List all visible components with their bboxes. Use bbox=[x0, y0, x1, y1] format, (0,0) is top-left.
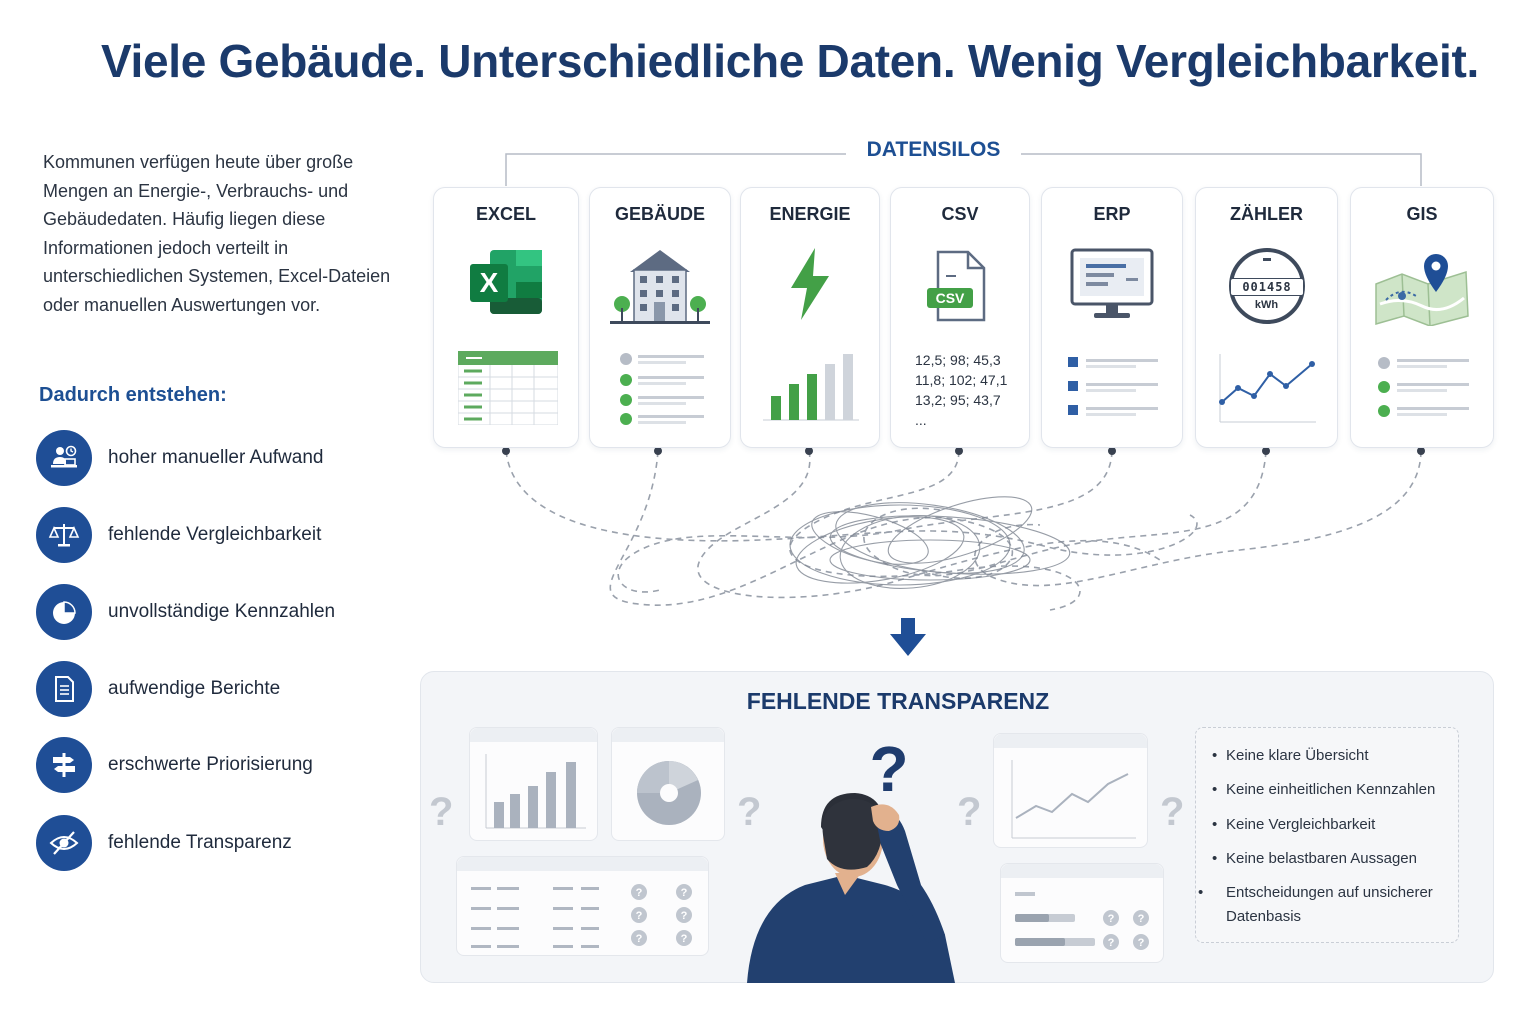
question-mark-icon: ? bbox=[429, 790, 454, 834]
svg-text:?: ? bbox=[869, 735, 908, 805]
pie-chart-icon bbox=[36, 584, 92, 640]
card-title: ERP bbox=[1093, 204, 1131, 224]
dashboard-pie-chart bbox=[611, 727, 725, 841]
question-mark-icon: ? bbox=[737, 790, 762, 834]
silo-card-excel: EXCEL X bbox=[433, 187, 579, 448]
dashboard-progress: ???? bbox=[1000, 863, 1164, 963]
svg-text:?: ? bbox=[1138, 937, 1145, 949]
scales-icon bbox=[36, 507, 92, 563]
svg-text:?: ? bbox=[1138, 913, 1145, 925]
consequence-label: fehlende Vergleichbarkeit bbox=[108, 524, 322, 545]
card-title: CSV bbox=[941, 204, 979, 224]
dashboard-line-chart bbox=[993, 733, 1148, 848]
meter-counter: 001458 bbox=[1230, 278, 1304, 296]
person-workstation-icon bbox=[36, 430, 92, 486]
silo-card-csv: CSV CSV 12,5; 98; 45,3 11,8; 102; 47,1 1… bbox=[890, 187, 1030, 448]
svg-text:?: ? bbox=[636, 887, 643, 899]
svg-text:?: ? bbox=[681, 910, 688, 922]
card-title: GEBÄUDE bbox=[614, 204, 705, 224]
list-preview bbox=[620, 353, 704, 425]
building-icon bbox=[608, 246, 712, 331]
bar-preview bbox=[763, 354, 859, 421]
silo-card-erp: ERP bbox=[1041, 187, 1183, 448]
svg-text:?: ? bbox=[1108, 913, 1115, 925]
lightning-icon bbox=[785, 246, 835, 327]
consequence-label: erschwerte Priorisierung bbox=[108, 754, 313, 775]
confused-person-icon: ? bbox=[747, 735, 955, 983]
line-preview bbox=[1219, 354, 1316, 423]
consequence-item: fehlende Vergleichbarkeit bbox=[36, 507, 396, 563]
card-title: GIS bbox=[1406, 204, 1438, 224]
list-preview bbox=[1378, 357, 1469, 417]
map-pin-icon bbox=[1372, 246, 1472, 331]
silo-card-gis: GIS bbox=[1350, 187, 1494, 448]
svg-text:?: ? bbox=[681, 933, 688, 945]
signpost-icon bbox=[36, 737, 92, 793]
consequence-label: hoher manueller Aufwand bbox=[108, 447, 324, 468]
dashboard-bar-chart bbox=[469, 727, 598, 841]
svg-text:X: X bbox=[480, 267, 499, 298]
consequence-label: fehlende Transparenz bbox=[108, 832, 292, 853]
silo-card-zaehler: ZÄHLER 001458 kWh bbox=[1195, 187, 1338, 448]
card-title: EXCEL bbox=[475, 204, 536, 224]
panel-title: FEHLENDE TRANSPARENZ bbox=[746, 688, 1050, 714]
findings-box bbox=[1195, 727, 1459, 943]
spreadsheet-preview bbox=[458, 351, 558, 425]
csv-preview-text: 12,5; 98; 45,3 11,8; 102; 47,1 13,2; 95;… bbox=[915, 352, 1008, 428]
finding-item: •Entscheidungen auf unsicherer Datenbasi… bbox=[1198, 884, 1433, 925]
finding-item: •Keine Vergleichbarkeit bbox=[1212, 816, 1376, 833]
list-preview bbox=[1068, 357, 1158, 416]
question-mark-icon: ? bbox=[957, 790, 982, 834]
meter-unit: kWh bbox=[1254, 299, 1279, 311]
document-icon bbox=[36, 661, 92, 717]
consequence-label: unvollständige Kennzahlen bbox=[108, 601, 336, 622]
finding-item: •Keine belastbaren Aussagen bbox=[1212, 850, 1417, 867]
consequence-item: hoher manueller Aufwand bbox=[36, 430, 396, 486]
card-title: ZÄHLER bbox=[1230, 204, 1303, 224]
consequence-item: fehlende Transparenz bbox=[36, 815, 396, 871]
consequence-item: aufwendige Berichte bbox=[36, 661, 396, 717]
down-arrow-icon bbox=[890, 618, 926, 656]
silo-card-gebaeude: GEBÄUDE bbox=[589, 187, 731, 448]
intro-text: Kommunen verfügen heute über große Menge… bbox=[43, 152, 391, 315]
csv-badge: CSV bbox=[927, 288, 973, 308]
card-title: ENERGIE bbox=[769, 204, 851, 224]
question-mark-icon: ? bbox=[1160, 790, 1185, 834]
silos-title: DATENSILOS bbox=[846, 138, 1021, 162]
svg-text:?: ? bbox=[681, 887, 688, 899]
consequences-title: Dadurch entstehen: bbox=[39, 384, 227, 406]
eye-crossed-icon bbox=[36, 815, 92, 871]
consequence-item: erschwerte Priorisierung bbox=[36, 737, 396, 793]
finding-item: •Keine klare Übersicht bbox=[1212, 747, 1369, 764]
excel-icon: X bbox=[468, 246, 544, 323]
page-title: Viele Gebäude. Unterschiedliche Daten. W… bbox=[100, 35, 1480, 87]
consequence-label: aufwendige Berichte bbox=[108, 678, 281, 699]
monitor-icon bbox=[1070, 246, 1154, 327]
finding-item: •Keine einheitlichen Kennzahlen bbox=[1212, 781, 1436, 798]
consequence-item: unvollständige Kennzahlen bbox=[36, 584, 396, 640]
svg-text:?: ? bbox=[636, 910, 643, 922]
silo-card-energie: ENERGIE bbox=[740, 187, 880, 448]
dashboard-table: ?? ?? ?? bbox=[456, 856, 709, 956]
svg-text:?: ? bbox=[1108, 937, 1115, 949]
svg-text:?: ? bbox=[636, 933, 643, 945]
